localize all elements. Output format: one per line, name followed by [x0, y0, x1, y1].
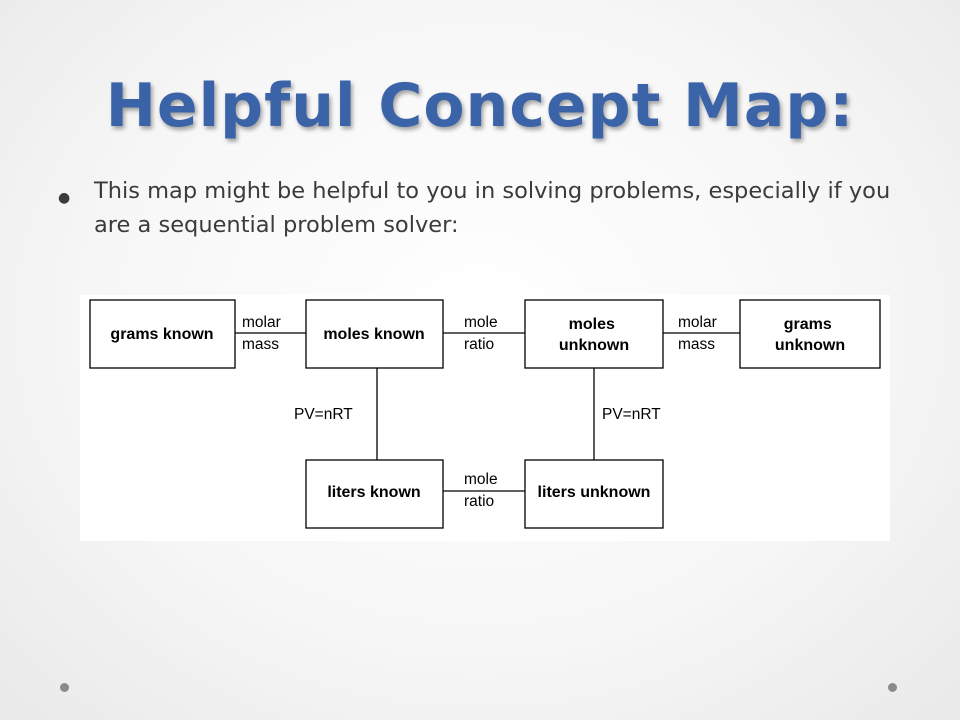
edge-label-mole-ratio-top: mole ratio — [464, 314, 502, 353]
edge-label-molar-mass-left: molar mass — [242, 314, 285, 353]
corner-dot-left-icon — [60, 683, 69, 692]
node-liters-known: liters known — [305, 459, 444, 529]
bullet-dot-icon: ● — [58, 190, 71, 206]
edge-label-molar-mass-right: molar mass — [678, 314, 721, 353]
slide-title: Helpful Concept Map: — [105, 71, 855, 141]
svg-text:liters unknown: liters unknown — [538, 484, 651, 501]
node-grams-known: grams known — [89, 299, 236, 369]
svg-text:grams known: grams known — [110, 326, 213, 343]
edge-label-pv-nrt-left: PV=nRT — [294, 406, 353, 423]
svg-text:moles unknown: moles unknown — [559, 316, 629, 354]
node-moles-unknown: moles unknown — [524, 299, 664, 369]
edge-label-mole-ratio-bottom: mole ratio — [464, 471, 502, 510]
svg-text:liters known: liters known — [327, 484, 420, 501]
concept-map-diagram: molar mass mole ratio molar mass PV=nRT … — [80, 295, 890, 541]
svg-text:moles known: moles known — [323, 326, 424, 343]
node-grams-unknown: grams unknown — [739, 299, 881, 369]
concept-map-svg: molar mass mole ratio molar mass PV=nRT … — [89, 299, 881, 529]
svg-text:grams unknown: grams unknown — [775, 316, 845, 354]
bullet-text: This map might be helpful to you in solv… — [94, 178, 891, 238]
edge-label-pv-nrt-right: PV=nRT — [602, 406, 661, 423]
corner-dot-right-icon — [888, 683, 897, 692]
node-liters-unknown: liters unknown — [524, 459, 664, 529]
node-moles-known: moles known — [305, 299, 444, 369]
bullet-list: ● This map might be helpful to you in so… — [58, 174, 918, 242]
bullet-item: ● This map might be helpful to you in so… — [58, 174, 918, 242]
